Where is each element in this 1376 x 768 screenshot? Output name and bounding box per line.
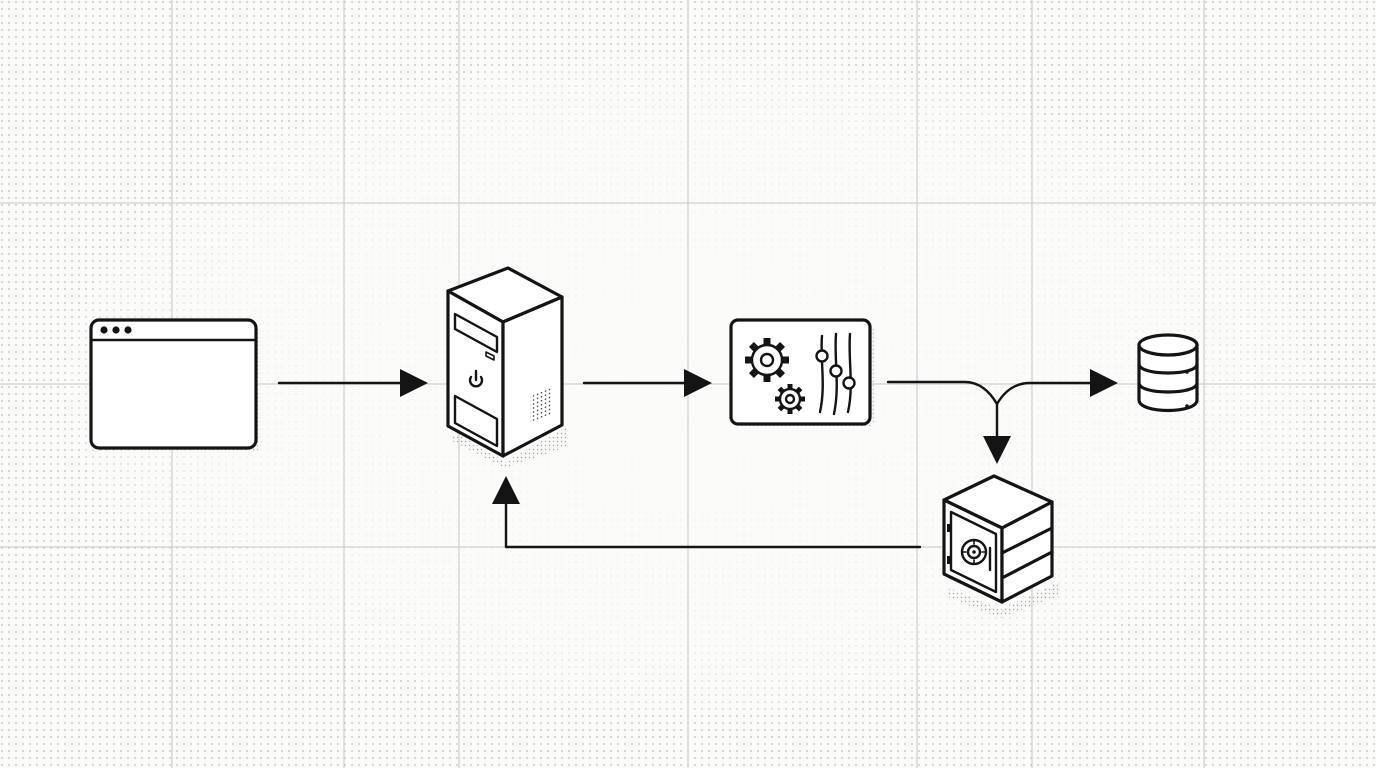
- server-tower-icon: [446, 266, 566, 468]
- edge-server-to-processing: [582, 369, 712, 397]
- safe-vault-icon: [942, 474, 1058, 618]
- edge-processing-to-vault: [983, 402, 1011, 464]
- edge-vault-to-server: [492, 476, 922, 549]
- edge-browser-to-server: [277, 369, 428, 397]
- browser-window-icon: [89, 318, 261, 453]
- database-icon: [1137, 333, 1199, 413]
- gears-and-sliders-icon: [729, 318, 874, 428]
